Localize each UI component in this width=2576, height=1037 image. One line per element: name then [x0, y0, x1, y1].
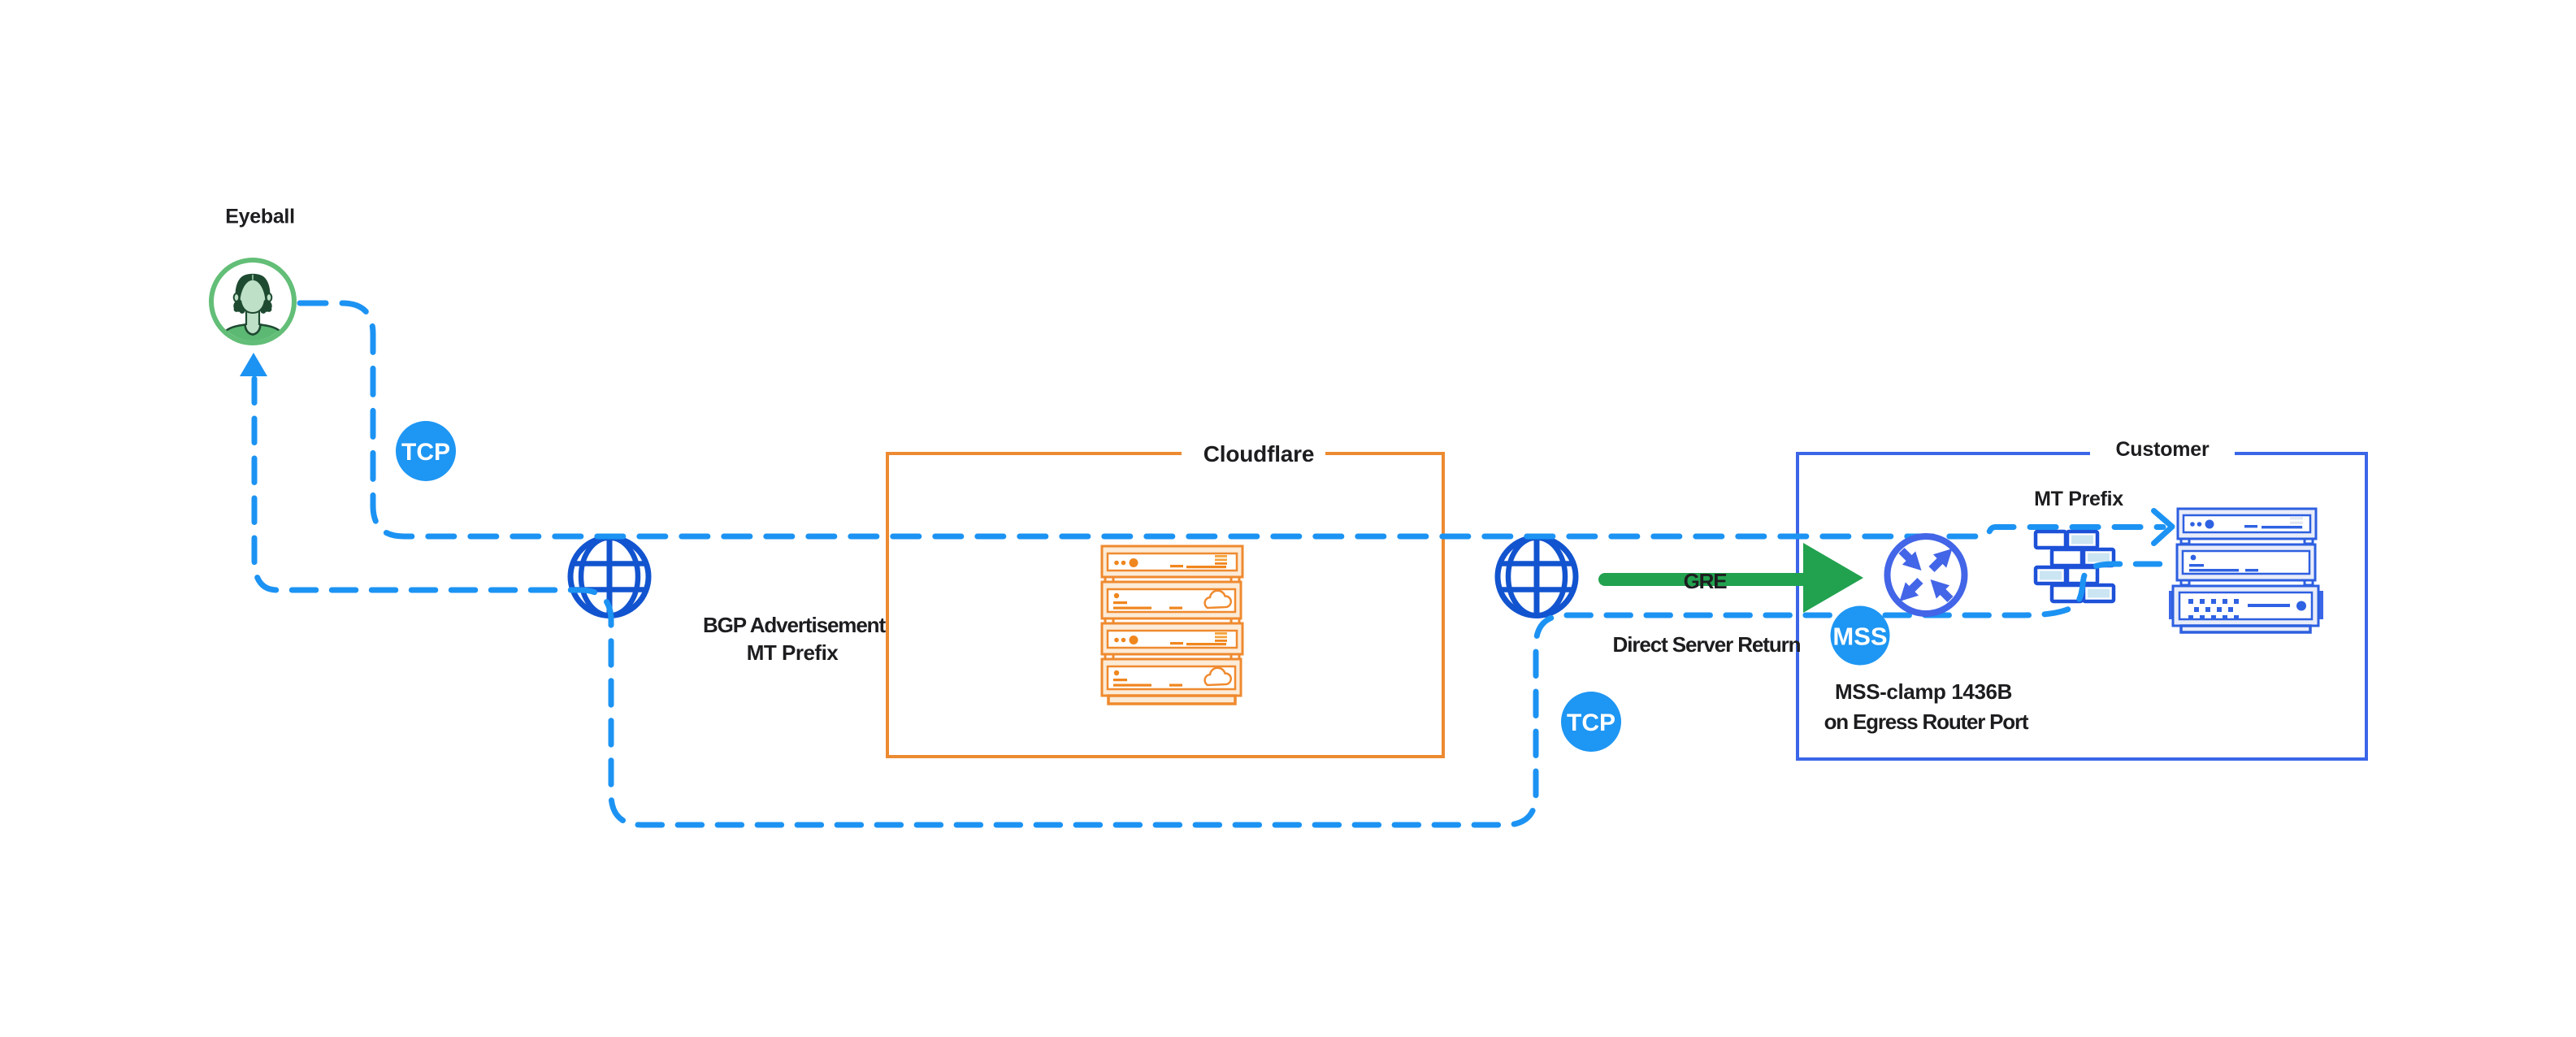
- svg-text:TCP: TCP: [1567, 709, 1615, 736]
- svg-text:Cloudflare: Cloudflare: [1203, 441, 1314, 466]
- svg-text:TCP: TCP: [401, 439, 450, 466]
- svg-text:on Egress Router Port: on Egress Router Port: [1824, 709, 2029, 734]
- svg-text:MT Prefix: MT Prefix: [2034, 488, 2123, 510]
- svg-text:BGP Advertisement: BGP Advertisement: [703, 613, 886, 637]
- svg-text:MSS: MSS: [1832, 623, 1887, 651]
- svg-text:Direct Server Return: Direct Server Return: [1613, 632, 1801, 657]
- svg-text:MSS-clamp 1436B: MSS-clamp 1436B: [1835, 679, 2012, 704]
- svg-text:Customer: Customer: [2115, 438, 2210, 461]
- svg-text:Eyeball: Eyeball: [225, 206, 294, 228]
- svg-text:MT Prefix: MT Prefix: [747, 640, 839, 665]
- svg-text:GRE: GRE: [1684, 569, 1728, 593]
